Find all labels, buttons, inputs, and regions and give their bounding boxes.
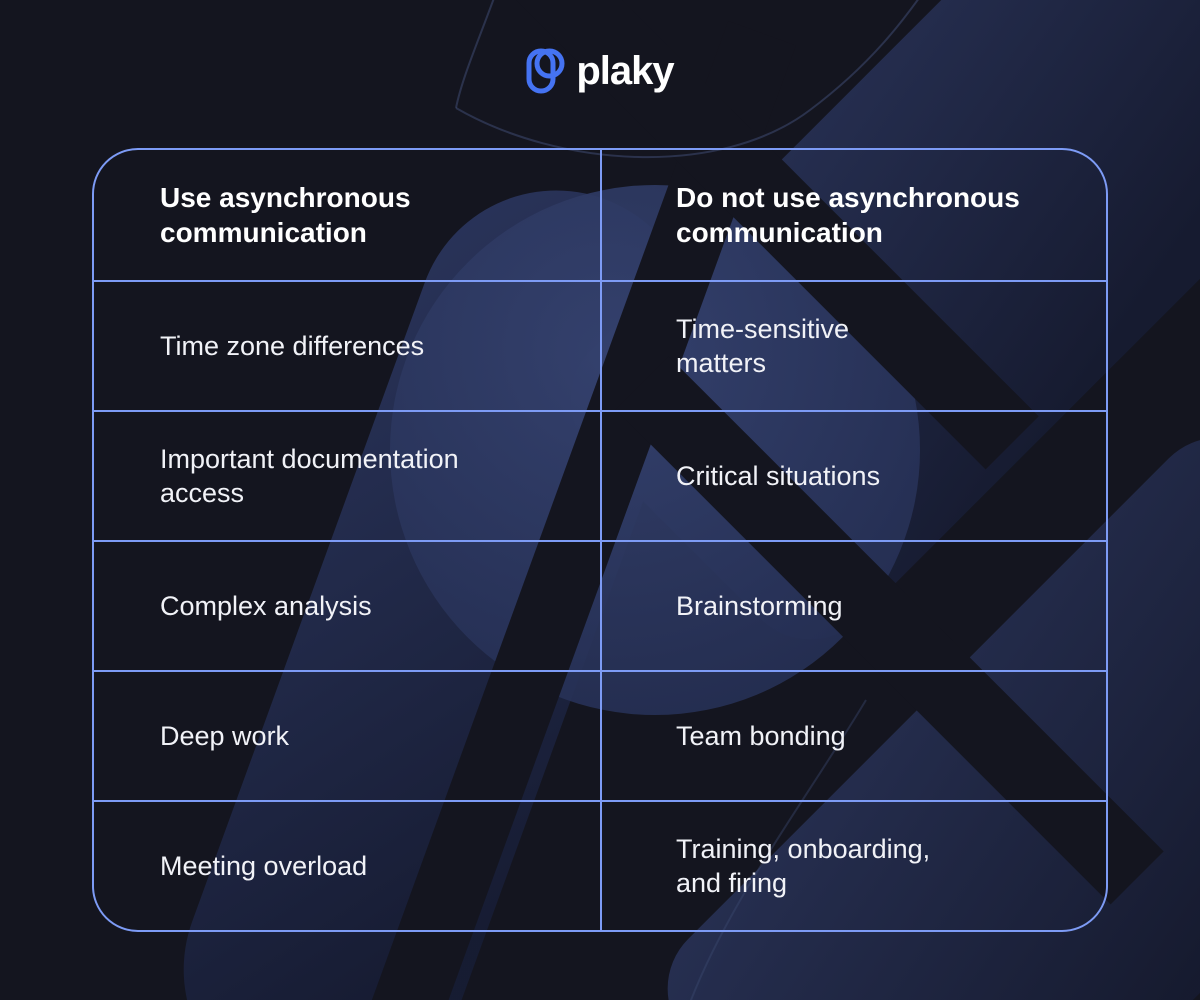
table-cell-use-row2: Important documentation access (94, 410, 600, 540)
plaky-logo-icon (526, 48, 565, 94)
plaky-logo: plaky (0, 48, 1200, 94)
table-cell-use-row3: Complex analysis (94, 540, 600, 670)
table-cell-use-row1: Time zone differences (94, 280, 600, 410)
table-cell-use-row4: Deep work (94, 670, 600, 800)
table-header-do-not-use-async: Do not use asynchronous communication (600, 150, 1106, 280)
table-cell-not-use-row5: Training, onboarding, and firing (600, 800, 1106, 930)
plaky-logo-text: plaky (576, 49, 674, 93)
table-cell-not-use-row2: Critical situations (600, 410, 1106, 540)
comparison-table: Use asynchronous communication Do not us… (92, 148, 1108, 932)
table-header-use-async: Use asynchronous communication (160, 182, 411, 248)
table-cell-not-use-row1: Time-sensitive matters (600, 280, 1106, 410)
table-cell-use-row5: Meeting overload (94, 800, 600, 930)
table-cell-not-use-row4: Team bonding (600, 670, 1106, 800)
table-cell-not-use-row3: Brainstorming (600, 540, 1106, 670)
